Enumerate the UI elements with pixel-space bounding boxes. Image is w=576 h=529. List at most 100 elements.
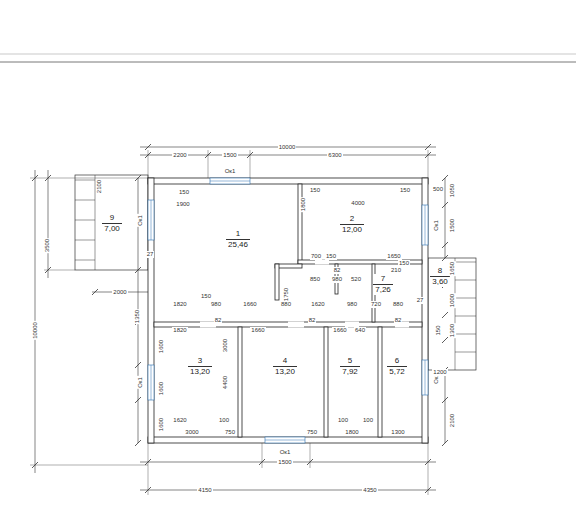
plan-line (442, 255, 448, 261)
plan-line (425, 205, 426, 245)
window-mark: Ок1 (224, 168, 237, 175)
wall (324, 327, 328, 437)
wall (275, 264, 279, 300)
plan-line (135, 440, 141, 446)
dimension: 4400 (222, 374, 229, 389)
window-mark: Ок1 (279, 449, 292, 456)
plan-line (455, 334, 476, 335)
room-number: 1 (226, 229, 250, 240)
room-area: 12,00 (340, 225, 364, 235)
window (265, 437, 305, 443)
plan-line (445, 370, 446, 443)
dimension: 100 (337, 417, 349, 424)
dimension: 1820 (172, 301, 187, 308)
wall (238, 327, 242, 437)
dimension: 720 (370, 301, 382, 308)
room-number: 5 (340, 356, 360, 367)
dimension: 880 (392, 301, 404, 308)
wall (378, 327, 382, 437)
plan-line (44, 270, 75, 271)
dimension: 4150 (197, 487, 212, 494)
room-number: 2 (340, 214, 364, 225)
dimension: 10000 (32, 321, 39, 340)
plan-line (145, 144, 151, 150)
dimension: 1620 (310, 301, 325, 308)
dimension: 1600 (158, 380, 165, 395)
dimension: 1350 (134, 308, 141, 323)
plan-line (250, 150, 251, 178)
dimension: 6300 (327, 152, 342, 159)
room-number: 3 (188, 356, 212, 367)
plan-line (442, 337, 448, 343)
window (422, 205, 428, 245)
room: 313,20 (188, 356, 212, 377)
door-opening (315, 260, 329, 265)
window-mark: Ок1 (136, 376, 143, 389)
plan-line (148, 443, 149, 468)
room-area: 5,72 (387, 367, 407, 377)
dimension: 3000 (222, 337, 229, 352)
dimension: 82 (308, 317, 317, 324)
door-opening (240, 437, 241, 438)
plan-line (75, 220, 95, 221)
porch (75, 175, 148, 270)
dimension: 700 (310, 253, 322, 260)
room-area: 7,92 (340, 367, 360, 377)
dimension: 100 (362, 417, 374, 424)
plan-line (92, 289, 98, 295)
plan-line (265, 440, 305, 441)
room-number: 7 (373, 274, 393, 285)
dimension: 1600 (158, 338, 165, 353)
dimension: 520 (350, 276, 362, 283)
door-opening (288, 322, 304, 328)
window (210, 178, 250, 184)
room: 413,20 (273, 356, 297, 377)
room: 125,46 (226, 229, 250, 250)
plan-line (428, 150, 429, 178)
dimension: 2200 (172, 152, 187, 159)
plan-line (310, 443, 311, 468)
dimension: 1000 (449, 292, 456, 307)
plan-line (425, 360, 426, 395)
plan-line (442, 175, 448, 181)
wall (148, 437, 428, 443)
plan-line (151, 200, 152, 240)
dimension: 210 (390, 267, 402, 274)
dimension: 1900 (175, 201, 190, 208)
dimension: 1600 (158, 416, 165, 431)
dimension: 1300 (390, 429, 405, 436)
plan-line (455, 262, 476, 263)
plan-line (455, 280, 476, 281)
dimension: 1500 (277, 459, 292, 466)
dimension: 1620 (172, 417, 187, 424)
plan-line (148, 468, 149, 495)
plan-line (135, 267, 141, 273)
dimension: 1500 (449, 217, 456, 232)
dimension: 980 (210, 301, 222, 308)
room-number: 6 (387, 356, 407, 367)
plan-line (30, 178, 148, 179)
plan-line (442, 440, 448, 446)
plan-line (428, 443, 429, 468)
dimension: 1300 (449, 322, 456, 337)
plan-line (148, 150, 149, 178)
dimension: 82 (214, 317, 223, 324)
dimension: 1660 (250, 327, 265, 334)
dimension: 1650 (449, 260, 456, 275)
dimension: 100 (218, 417, 230, 424)
plan-line (135, 362, 141, 368)
wall (148, 178, 428, 184)
dimension: 150 (399, 187, 411, 194)
dimension: 3000 (184, 429, 199, 436)
room: 57,92 (340, 356, 360, 377)
dimension: 1660 (242, 301, 257, 308)
room-area: 13,20 (188, 367, 212, 377)
room-area: 7,26 (373, 285, 393, 295)
plan-line (445, 178, 446, 258)
room-area: 3,60 (430, 277, 450, 287)
wall (422, 178, 428, 443)
plan-line (208, 150, 209, 178)
room: 83,60 (430, 266, 450, 287)
window (422, 360, 428, 395)
room: 65,72 (387, 356, 407, 377)
